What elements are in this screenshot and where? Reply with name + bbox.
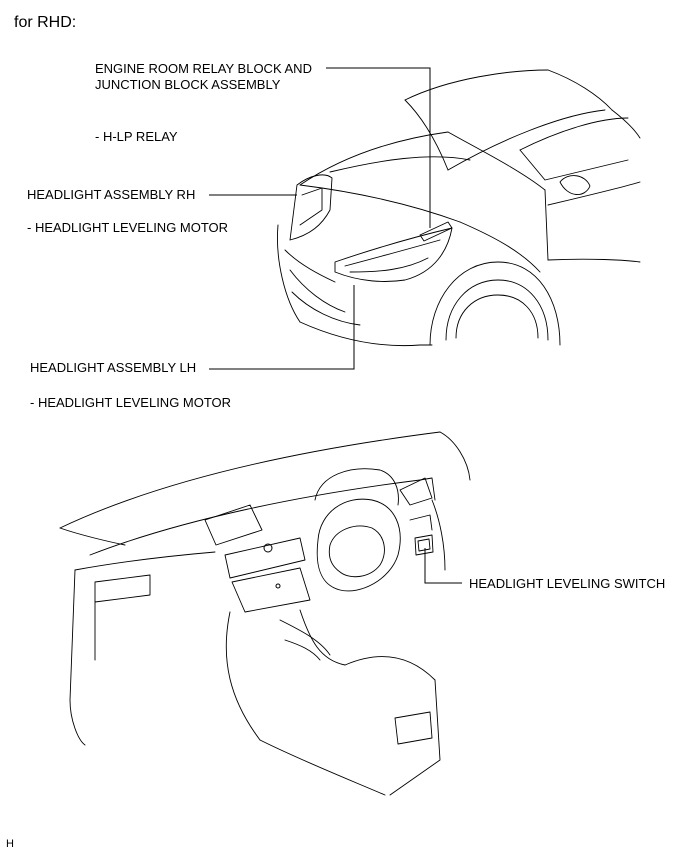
relay-block-sub-label: - H-LP RELAY bbox=[95, 129, 178, 144]
leveling-switch-label: HEADLIGHT LEVELING SWITCH bbox=[469, 576, 666, 591]
dashboard-illustration bbox=[59, 431, 471, 796]
headlight-rh-sub-label: - HEADLIGHT LEVELING MOTOR bbox=[27, 220, 229, 235]
relay-block-label-line2: JUNCTION BLOCK ASSEMBLY bbox=[95, 77, 281, 92]
headlight-lh-sub-label: - HEADLIGHT LEVELING MOTOR bbox=[30, 395, 232, 410]
leveling-switch-leader bbox=[424, 548, 462, 584]
leader-lines bbox=[209, 67, 462, 584]
headlight-lh-label: HEADLIGHT ASSEMBLY LH bbox=[30, 360, 197, 375]
car-exterior-illustration bbox=[277, 69, 641, 347]
relay-block-label-line1: ENGINE ROOM RELAY BLOCK AND bbox=[95, 61, 312, 76]
headlight-rh-label: HEADLIGHT ASSEMBLY RH bbox=[27, 187, 196, 202]
figure-code: H bbox=[6, 838, 14, 850]
relay-block-leader bbox=[326, 67, 431, 228]
headlight-lh-leader bbox=[209, 285, 355, 370]
page-title: for RHD: bbox=[14, 14, 77, 31]
